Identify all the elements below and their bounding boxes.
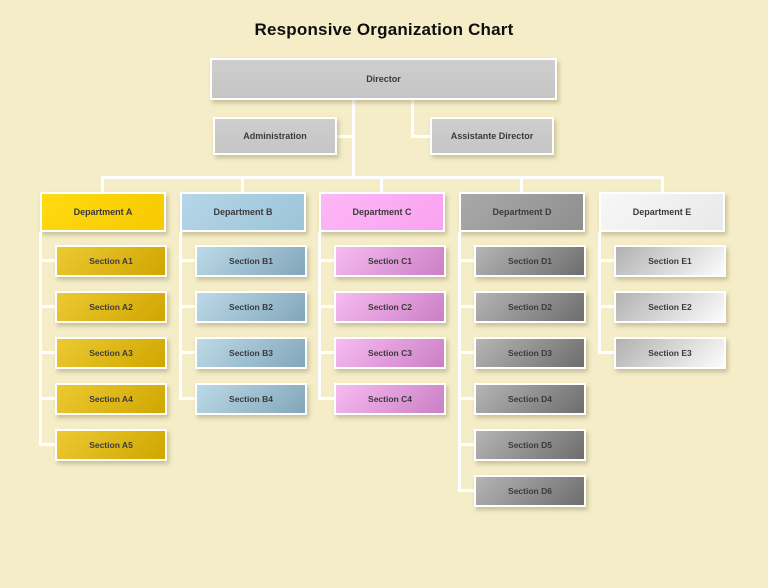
- connector-stub-c4: [321, 397, 334, 400]
- org-node-assistante-director: Assistante Director: [430, 117, 554, 155]
- connector-stub-a1: [42, 259, 55, 262]
- connector-stub-d6: [461, 489, 474, 492]
- connector-stub-b1: [182, 259, 195, 262]
- org-node-department-a: Department A: [40, 192, 166, 232]
- page-title: Responsive Organization Chart: [254, 20, 514, 39]
- connector-department-d-stub: [520, 176, 523, 192]
- org-node-section-b2: Section B2: [195, 291, 307, 323]
- org-node-administration: Administration: [213, 117, 337, 155]
- org-node-section-a3: Section A3: [55, 337, 167, 369]
- connector-assistante-drop: [411, 99, 414, 138]
- org-node-section-e3: Section E3: [614, 337, 726, 369]
- org-node-department-d: Department D: [459, 192, 585, 232]
- connector-department-c-stub: [380, 176, 383, 192]
- org-node-department-e: Department E: [599, 192, 725, 232]
- connector-stub-e3: [601, 351, 614, 354]
- org-node-director: Director: [210, 58, 557, 100]
- org-node-section-b3: Section B3: [195, 337, 307, 369]
- connector-stub-c2: [321, 305, 334, 308]
- org-node-section-e2: Section E2: [614, 291, 726, 323]
- org-node-section-d2: Section D2: [474, 291, 586, 323]
- org-node-section-e1: Section E1: [614, 245, 726, 277]
- org-node-section-a5: Section A5: [55, 429, 167, 461]
- connector-stub-e2: [601, 305, 614, 308]
- connector-stub-d1: [461, 259, 474, 262]
- connector-department-b-stub: [241, 176, 244, 192]
- org-node-section-c1: Section C1: [334, 245, 446, 277]
- connector-stub-b4: [182, 397, 195, 400]
- connector-stub-c1: [321, 259, 334, 262]
- connector-stub-c3: [321, 351, 334, 354]
- org-node-section-a1: Section A1: [55, 245, 167, 277]
- org-node-department-c: Department C: [319, 192, 445, 232]
- connector-stub-d4: [461, 397, 474, 400]
- connector-spine-a: [39, 232, 42, 446]
- connector-stub-a5: [42, 443, 55, 446]
- org-node-section-c4: Section C4: [334, 383, 446, 415]
- org-node-section-a2: Section A2: [55, 291, 167, 323]
- org-node-section-d5: Section D5: [474, 429, 586, 461]
- org-node-section-b4: Section B4: [195, 383, 307, 415]
- org-node-section-d1: Section D1: [474, 245, 586, 277]
- org-node-section-d6: Section D6: [474, 475, 586, 507]
- connector-department-a-stub: [101, 176, 104, 192]
- org-node-section-c2: Section C2: [334, 291, 446, 323]
- connector-stub-d5: [461, 443, 474, 446]
- connector-spine-b: [179, 232, 182, 400]
- connector-spine-e: [598, 232, 601, 354]
- org-node-section-d4: Section D4: [474, 383, 586, 415]
- connector-stub-d3: [461, 351, 474, 354]
- connector-stub-d2: [461, 305, 474, 308]
- connector-stub-b2: [182, 305, 195, 308]
- connector-stub-e1: [601, 259, 614, 262]
- org-node-department-b: Department B: [180, 192, 306, 232]
- connector-spine-c: [318, 232, 321, 400]
- connector-director-drop: [352, 99, 355, 178]
- org-node-section-a4: Section A4: [55, 383, 167, 415]
- connector-department-e-stub: [661, 176, 664, 192]
- connector-stub-a3: [42, 351, 55, 354]
- org-node-section-c3: Section C3: [334, 337, 446, 369]
- connector-administration-branch: [336, 135, 352, 138]
- org-node-section-b1: Section B1: [195, 245, 307, 277]
- connector-spine-d: [458, 232, 461, 492]
- connector-stub-b3: [182, 351, 195, 354]
- org-node-section-d3: Section D3: [474, 337, 586, 369]
- connector-stub-a4: [42, 397, 55, 400]
- connector-stub-a2: [42, 305, 55, 308]
- connector-assistante-branch: [413, 135, 431, 138]
